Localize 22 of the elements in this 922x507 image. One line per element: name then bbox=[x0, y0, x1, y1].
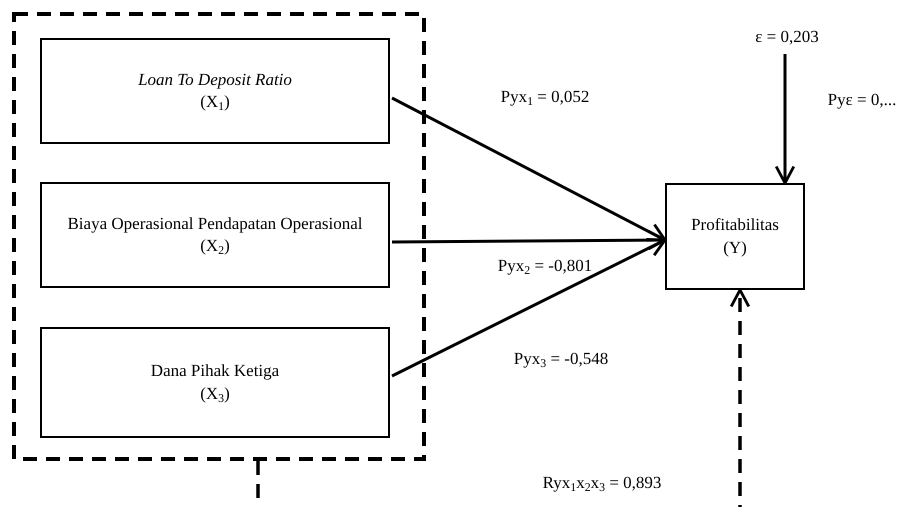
arrow bbox=[391, 238, 666, 378]
dashed-group-box bbox=[12, 12, 426, 461]
variable-symbol: (X$_{2}$) bbox=[200, 235, 230, 258]
edge-label: Ryx$_{1}$x$_{2}$x$_{3}$ = 0,893 bbox=[542, 473, 662, 493]
variable-name: Dana Pihak Ketiga bbox=[150, 360, 280, 382]
arrow bbox=[774, 54, 796, 184]
variable-name: Biaya Operasional Pendapatan Operasional bbox=[67, 212, 363, 235]
edge-label: Pyx$_{1}$ = 0,052 bbox=[500, 87, 590, 107]
variable-symbol: (X$_{1}$) bbox=[200, 91, 230, 114]
edge-label: Pyx$_{2}$ = -0,801 bbox=[498, 256, 592, 276]
variable-symbol: (Y) bbox=[723, 236, 747, 258]
variable-box bbox=[40, 38, 390, 144]
variable-symbol: (X$_{3}$) bbox=[200, 382, 230, 405]
variable-box bbox=[40, 327, 390, 438]
variable-name: Loan To Deposit Ratio bbox=[138, 68, 292, 91]
error-term-text: ε = 0,203 bbox=[755, 26, 819, 48]
variable-box bbox=[665, 183, 805, 290]
arrow bbox=[256, 288, 750, 507]
variable-box bbox=[40, 182, 390, 288]
edge-label: Pyε = 0,... bbox=[828, 90, 896, 110]
variable-name: Profitabilitas bbox=[691, 214, 779, 236]
edge-label: Pyx$_{3}$ = -0,548 bbox=[514, 349, 608, 369]
